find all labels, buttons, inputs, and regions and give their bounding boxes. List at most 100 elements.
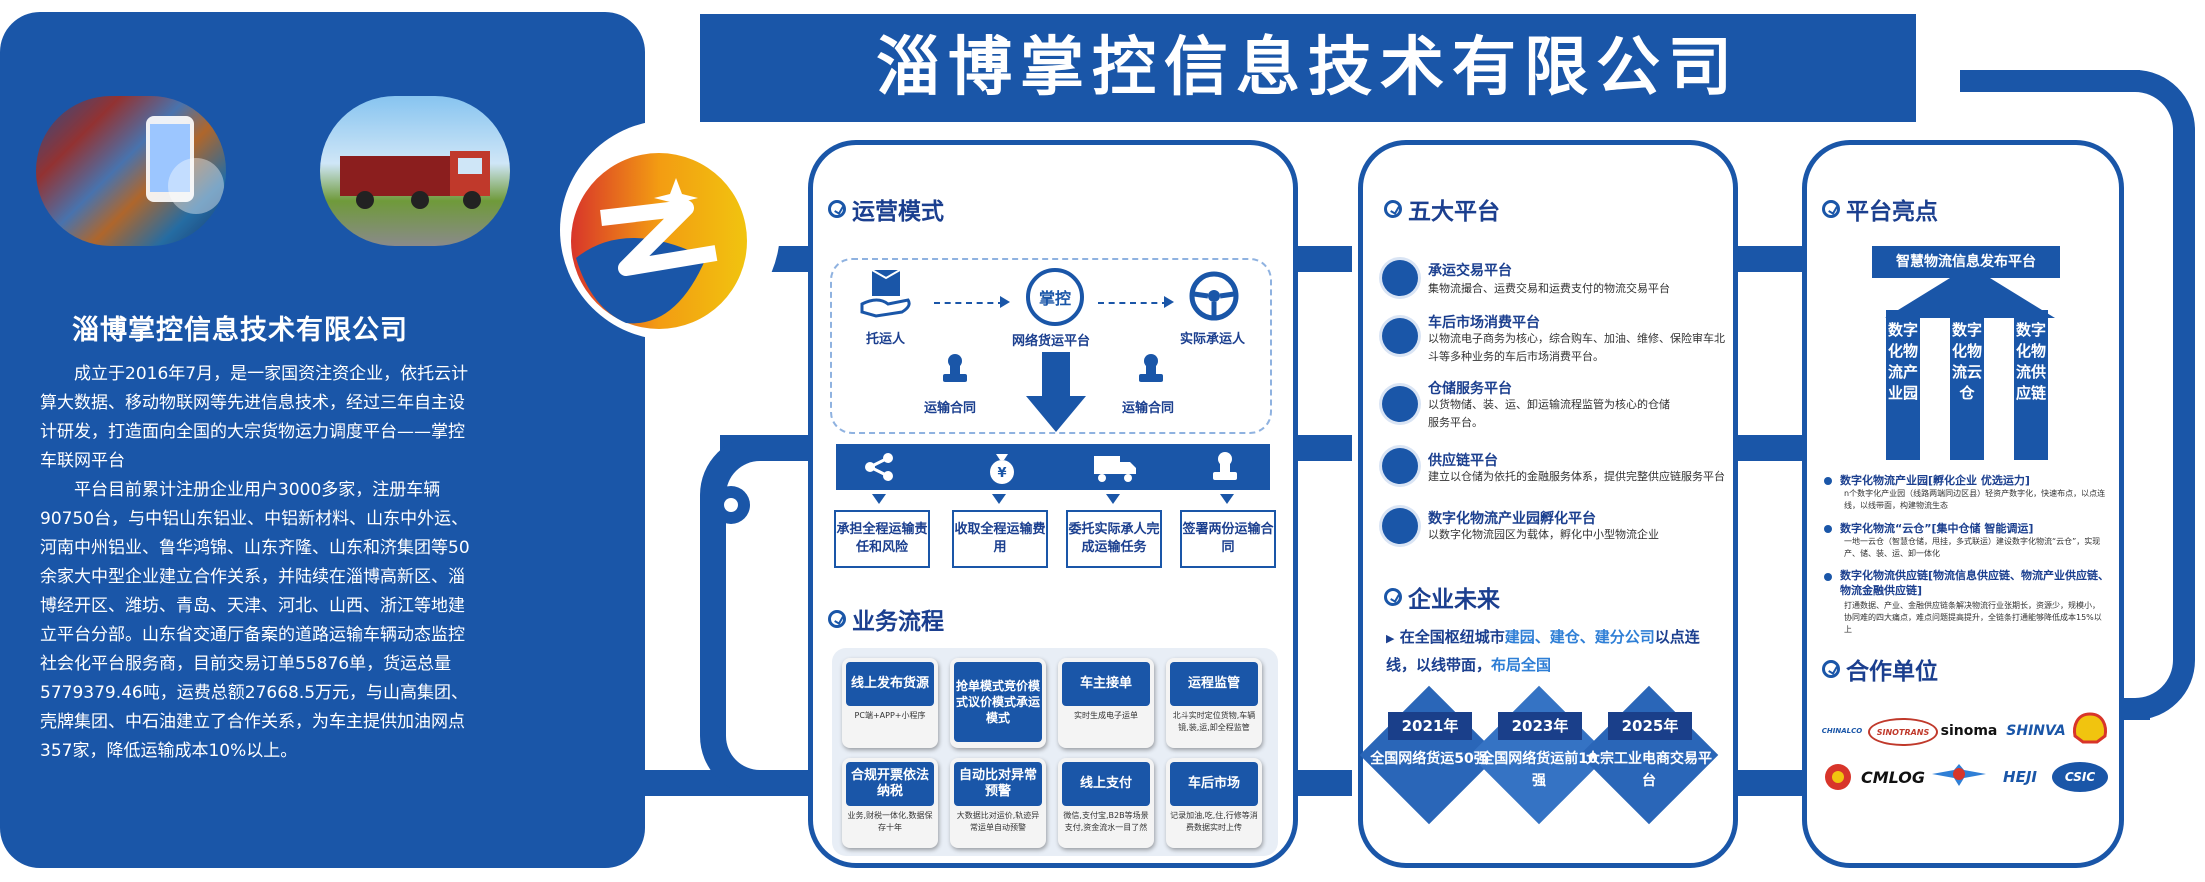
petrochina-icon [1825, 764, 1851, 790]
stamp-icon-left [940, 352, 970, 390]
highlights-top-box: 智慧物流信息发布平台 [1872, 246, 2060, 278]
partners-title-text: 合作单位 [1846, 659, 1938, 685]
milestone-year-1: 2021年 [1388, 712, 1472, 740]
future-text-b: 以点连线，以线带面， [1386, 628, 1700, 674]
highlight-bullet-2-desc: 一地一云仓（智慧仓储，甩挂，多式联运）建设数字化物流“云仓”，实现产、储、装、运… [1844, 537, 2101, 558]
check-circle-icon [1822, 660, 1840, 678]
down-arrow-icon [1026, 352, 1086, 436]
logo-z-icon [571, 153, 747, 329]
milestone-text-1: 全国网络货运50强 [1370, 751, 1488, 767]
seal-icon [1210, 450, 1240, 488]
future-title-text: 企业未来 [1408, 587, 1500, 613]
rail-bottom-far-right [2120, 698, 2150, 720]
flow-card-7: 线上支付 微信,支付宝,B2B等场景支付,资金流水一目了然 [1058, 758, 1154, 848]
flow-card-body: 北斗实时定位货物,车辆镜,装,运,卸全程监管 [1172, 711, 1256, 732]
milestone-text-3: 大宗工业电商交易平台 [1586, 751, 1712, 789]
bullet-dot-2 [1824, 525, 1832, 533]
platform-1-desc: 集物流撮合、运费交易和运费支付的物流交易平台 [1428, 282, 1670, 295]
network-icon [1382, 448, 1418, 484]
check-circle-icon [828, 200, 846, 218]
consignor-label: 托运人 [866, 332, 906, 347]
flow-card-body: 微信,支付宝,B2B等场景支付,资金流水一目了然 [1063, 811, 1149, 832]
rail-top-mid [1292, 246, 1352, 272]
flow-card-8: 车后市场 记录加油,吃,住,行修等消费数据实时上传 [1166, 758, 1262, 848]
check-circle-icon [1384, 588, 1402, 606]
rail-end-dot-inner [724, 498, 738, 512]
platform-2-name: 车后市场消费平台 [1428, 315, 1540, 331]
highlights-section-title: 平台亮点 [1822, 192, 1938, 226]
platform-badge: 掌控 [1026, 268, 1084, 326]
company-intro-panel: 淄博掌控信息技术有限公司 成立于2016年7月，是一家国资注资企业，依托云计算大… [0, 12, 645, 868]
platform-label: 网络货运平台 [1012, 334, 1091, 349]
highlight-bullet-1-desc: n个数字化产业园（线路两端同边区县）轻资产数字化，快速布点，以点连线，以线带面，… [1844, 489, 2106, 510]
future-text-a: 在全国枢纽城市 [1399, 628, 1505, 646]
shell-icon [2073, 712, 2107, 744]
ops-box-4: 签署两份运输合同 [1180, 510, 1276, 568]
ops-title-text: 运营模式 [852, 199, 944, 225]
future-bullet-icon: ▶ [1386, 632, 1395, 645]
future-text-highlight-2: 布局全国 [1491, 656, 1552, 674]
flow-card-head: 运程监管 [1170, 662, 1258, 706]
logistics-photo-containers [36, 96, 226, 246]
rail-mid-mid [1292, 435, 1352, 461]
partner-logo-sinoma: sinoma [1940, 723, 1998, 739]
check-circle-icon [1384, 200, 1402, 218]
bullet-dot-3 [1824, 573, 1832, 581]
header-banner: 淄博掌控信息技术有限公司 [700, 14, 1916, 122]
check-circle-icon [828, 610, 846, 628]
intro-body: 成立于2016年7月，是一家国资注资企业，依托云计算大数据、移动物联网等先进信息… [40, 360, 480, 766]
platform-5-desc: 以数字化物流园区为载体，孵化中小型物流企业 [1428, 528, 1659, 541]
ops-box-2: 收取全程运输费用 [952, 510, 1048, 568]
future-text-highlight: 建园、建仓、建分公司 [1504, 628, 1655, 646]
company-logo [566, 148, 752, 334]
tri-1 [872, 494, 886, 504]
truck-icon [340, 151, 490, 209]
platform-4-desc: 建立以仓储为依托的金融服务体系，提供完整供应链服务平台 [1428, 470, 1725, 483]
flow-card-head: 抢单模式竞价模式议价模式承运模式 [954, 662, 1042, 742]
share-icon [862, 450, 896, 488]
ops-box-3: 委托实际承人完成运输任务 [1066, 510, 1162, 568]
shield-icon [1382, 260, 1418, 296]
flow-card-4: 运程监管 北斗实时定位货物,车辆镜,装,运,卸全程监管 [1166, 658, 1262, 748]
platform-3-name: 仓储服务平台 [1428, 381, 1512, 397]
ops-section-title: 运营模式 [828, 192, 944, 226]
highlight-col-2: 数字化物流云仓 [1950, 310, 1984, 460]
platforms-section-title: 五大平台 [1384, 192, 1500, 226]
platform-5-name: 数字化物流产业园孵化平台 [1428, 511, 1596, 527]
flow-section-title: 业务流程 [828, 602, 944, 636]
arrow-head-2 [1164, 296, 1174, 308]
coins-icon [1382, 386, 1418, 422]
highlight-bullet-3-desc: 打通数据、产业、金融供应链条解决物流行业张期长，资源少，规模小，协同难的四大痛点… [1844, 601, 2102, 634]
package-hand-icon [858, 266, 914, 326]
flow-card-6: 自动比对异常预警 大数据比对运价,轨迹异常运单自动预警 [950, 758, 1046, 848]
flow-card-1: 线上发布货源 PC端+APP+小程序 [842, 658, 938, 748]
intro-title: 淄博掌控信息技术有限公司 [72, 315, 408, 346]
platform-1-name: 承运交易平台 [1428, 263, 1512, 279]
platforms-title-text: 五大平台 [1408, 199, 1500, 225]
partner-logo-shell [2068, 712, 2112, 746]
ops-box-1: 承担全程运输责任和风险 [834, 510, 930, 568]
ops-icon-strip [836, 444, 1270, 490]
partner-logo-petrochina [1820, 760, 1856, 794]
flow-card-body: 记录加油,吃,住,行修等消费数据实时上传 [1170, 811, 1258, 832]
partners-section-title: 合作单位 [1822, 652, 1938, 686]
milestone-text-2: 全国网络货运前10强 [1480, 751, 1598, 789]
partner-logo-chinalco: CHINALCO [1821, 727, 1863, 735]
check-circle-icon [1822, 200, 1840, 218]
partner-logo-heji: HEJI [2003, 768, 2037, 786]
phone-hand-icon [36, 96, 226, 246]
bulb-icon [1382, 318, 1418, 354]
platform-2-desc: 以物流电子商务为核心，综合购车、加油、维修、保险审车北斗等多种业务的车后市场消费… [1428, 332, 1725, 363]
rail-bottom-mid [1292, 770, 1352, 796]
flow-card-body: PC端+APP+小程序 [854, 711, 926, 720]
arrow-dashed-1 [934, 302, 1004, 304]
stamp-icon-right [1136, 352, 1166, 390]
intro-paragraph-2: 平台目前累计注册企业用户3000多家，注册车辆90750台，与中铝山东铝业、中铝… [40, 480, 470, 761]
highlight-col-3: 数字化物流供应链 [2014, 310, 2048, 460]
flow-card-head: 线上发布货源 [846, 662, 934, 706]
delivery-truck-icon [1090, 452, 1138, 488]
partner-logo-sinotrans: SINOTRANS [1868, 718, 1938, 746]
page-title: 淄博掌控信息技术有限公司 [876, 31, 1740, 105]
bullet-dot-1 [1824, 477, 1832, 485]
rail-loop-right [2125, 70, 2195, 720]
